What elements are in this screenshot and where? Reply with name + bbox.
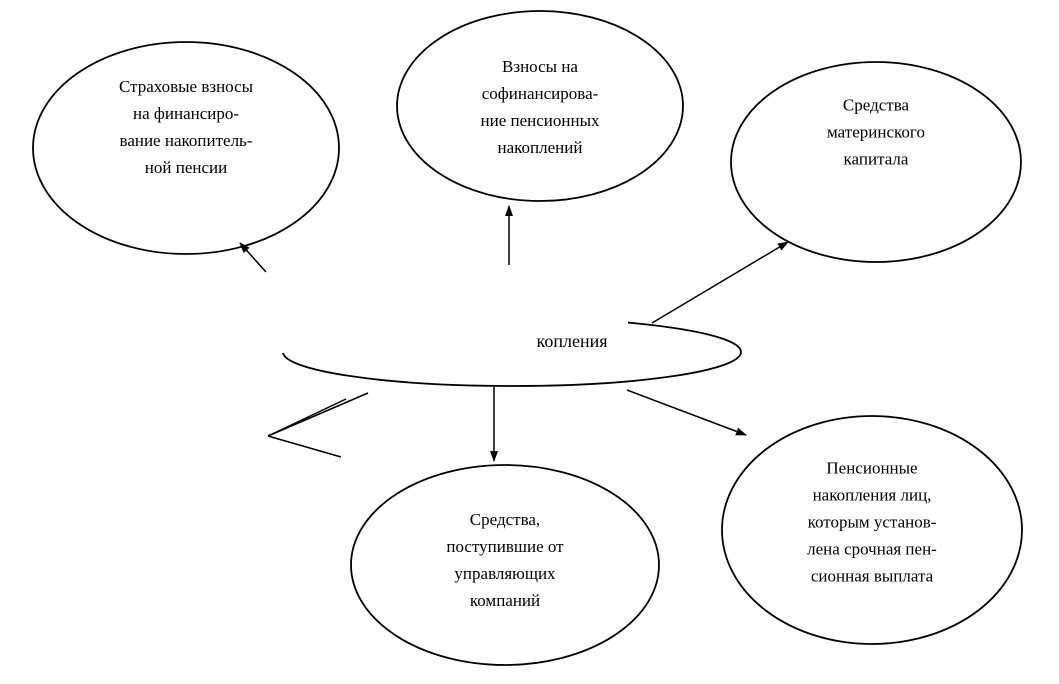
node-label-maternity-capital: Средства материнского капитала — [827, 95, 925, 169]
center-ellipse-label: копления — [536, 331, 608, 351]
center-ellipse-cut-mask-left — [278, 305, 516, 353]
ellipse-insurance-contributions — [32, 41, 340, 255]
node-label-cofinancing-contributions: Взносы на софинансирова- ние пенсионных … — [480, 57, 600, 157]
ellipse-maternity-capital — [730, 61, 1022, 263]
arrow-to-fixed-term-pension-payment — [626, 389, 747, 436]
node-label-insurance-contributions: Страховые взносы на финансиро- вание нак… — [118, 77, 254, 177]
ellipse-management-companies-funds — [350, 464, 660, 666]
arrow-offscreen-bottom-left-head-upper — [267, 398, 347, 437]
arrow-offscreen-bottom-left-head-lower — [267, 435, 342, 458]
ellipse-fixed-term-pension-payment — [721, 415, 1023, 645]
node-label-management-companies-funds: Средства, поступившие от управляющих ком… — [446, 510, 564, 610]
arrow-to-insurance-contributions — [239, 242, 267, 273]
arrow-to-maternity-capital — [651, 241, 789, 324]
ellipse-cofinancing-contributions — [396, 10, 684, 202]
node-label-fixed-term-pension-payment: Пенсионные накопления лиц, которым устан… — [807, 458, 937, 586]
